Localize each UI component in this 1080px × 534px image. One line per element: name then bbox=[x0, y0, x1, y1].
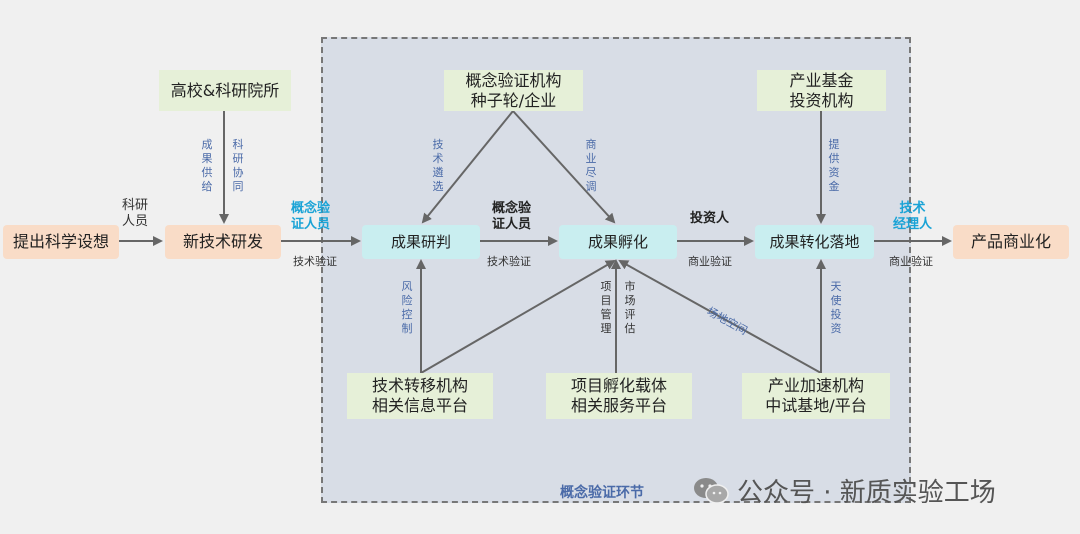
label-biz-verify-2: 商业验证 bbox=[889, 255, 933, 268]
label-market-eval: 市场评估 bbox=[624, 280, 636, 335]
box-product: 产品商业化 bbox=[953, 225, 1069, 259]
label-project-mgmt: 项目管理 bbox=[600, 280, 612, 335]
label-poc-person-blue: 概念验证人员 bbox=[291, 201, 331, 232]
box-new-tech: 新技术研发 bbox=[165, 225, 281, 259]
box-incubation-carrier: 项目孵化载体相关服务平台 bbox=[546, 373, 692, 419]
label-tech-verify-1: 技术验证 bbox=[293, 255, 337, 268]
label-result-supply: 成果供给 bbox=[201, 138, 213, 193]
region-label: 概念验证环节 bbox=[560, 485, 644, 501]
label-angel-invest: 天使投资 bbox=[830, 280, 842, 335]
label-researcher: 科研人员 bbox=[122, 198, 149, 229]
label-tech-manager: 技术经理人 bbox=[893, 201, 933, 232]
label-risk-control: 风险控制 bbox=[401, 280, 413, 335]
arrow-poc-to-incubate bbox=[512, 110, 616, 224]
label-tech-verify-2: 技术验证 bbox=[487, 255, 531, 268]
box-idea: 提出科学设想 bbox=[3, 225, 119, 259]
watermark: 公众号 · 新质实验工场 bbox=[693, 472, 996, 509]
box-industry-fund: 产业基金投资机构 bbox=[757, 70, 886, 111]
label-investor: 投资人 bbox=[690, 211, 730, 226]
arrow-tt-to-incubate bbox=[420, 259, 616, 374]
label-tech-select: 技术遴选 bbox=[432, 138, 444, 193]
box-judge: 成果研判 bbox=[362, 225, 480, 259]
label-biz-adjust: 商业尽调 bbox=[585, 138, 597, 193]
box-poc-institution: 概念验证机构种子轮/企业 bbox=[444, 70, 583, 111]
arrow-accel-to-incubate bbox=[618, 260, 822, 374]
label-poc-person: 概念验证人员 bbox=[492, 201, 532, 232]
arrow-poc-to-judge bbox=[421, 110, 514, 224]
box-universities: 高校&科研院所 bbox=[159, 70, 291, 111]
label-research-coop: 科研协同 bbox=[232, 138, 244, 193]
box-accelerator: 产业加速机构中试基地/平台 bbox=[742, 373, 890, 419]
box-incubate: 成果孵化 bbox=[559, 225, 677, 259]
watermark-text: 公众号 · 新质实验工场 bbox=[737, 478, 996, 508]
label-biz-verify-1: 商业验证 bbox=[688, 255, 732, 268]
box-landing: 成果转化落地 bbox=[755, 225, 874, 259]
box-tech-transfer: 技术转移机构相关信息平台 bbox=[347, 373, 493, 419]
label-provide-fund: 提供资金 bbox=[828, 138, 840, 193]
wechat-icon bbox=[693, 476, 729, 506]
